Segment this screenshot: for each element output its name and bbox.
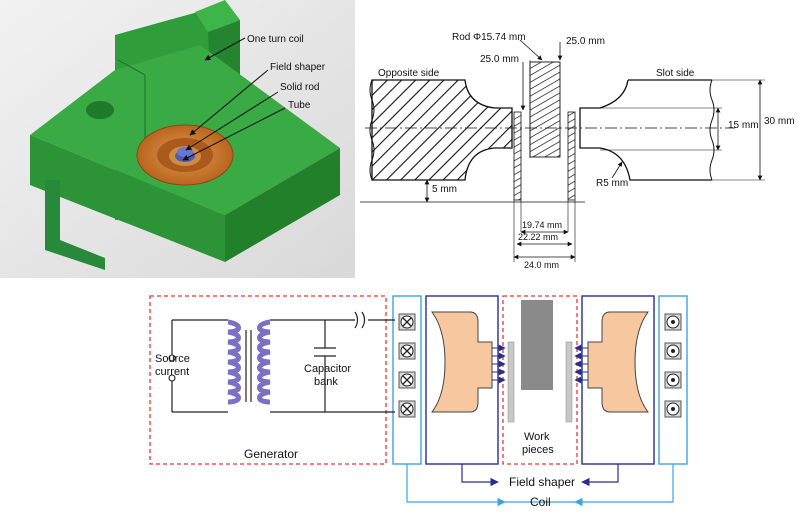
label-dim-2222: 22.22 mm xyxy=(518,232,558,242)
coil-front-face xyxy=(30,135,225,262)
field-lines-right xyxy=(574,344,588,384)
panel-3d-model: One turn coil Field shaper Solid rod Tub… xyxy=(0,0,355,278)
slot-side-part xyxy=(579,79,712,181)
label-solid-rod: Solid rod xyxy=(280,82,319,93)
transformer-secondary xyxy=(257,319,271,405)
rod-section xyxy=(529,61,561,158)
workpiece-tube-right xyxy=(565,341,573,423)
label-dim-240: 24.0 mm xyxy=(524,260,559,270)
label-dim-30: 30 mm xyxy=(764,116,795,127)
generator-circuit xyxy=(171,311,395,413)
panel-schematic: Source current Capacitor bank Generator … xyxy=(149,295,688,509)
field-shaper-right xyxy=(587,311,650,413)
label-field-shaper-3d: Field shaper xyxy=(270,62,326,73)
tube-wall-right xyxy=(567,111,576,201)
opposite-side-part xyxy=(371,79,513,181)
label-dim-15: 15 mm xyxy=(728,120,759,131)
label-rod-diameter: Rod Φ15.74 mm xyxy=(452,32,526,43)
label-field-shaper: Field shaper xyxy=(509,475,575,489)
label-generator: Generator xyxy=(244,447,298,461)
transformer-primary xyxy=(227,319,241,405)
label-dim-25-left: 25.0 mm xyxy=(480,54,519,65)
label-opposite-side: Opposite side xyxy=(378,68,440,79)
coil-conductors-right xyxy=(664,313,682,418)
label-work-pieces-2: pieces xyxy=(522,444,554,456)
label-source-current-1: Source xyxy=(155,353,190,365)
panel-technical-drawing: Rod Φ15.74 mm 25.0 mm 25.0 mm Opposite s… xyxy=(360,32,795,270)
coil-conductors-left xyxy=(398,313,416,418)
label-work-pieces-1: Work xyxy=(524,431,550,443)
label-one-turn-coil: One turn coil xyxy=(247,34,304,45)
label-r5: R5 mm xyxy=(596,178,628,189)
source-terminal-bottom xyxy=(168,374,176,382)
source-terminal-top xyxy=(168,354,176,362)
label-coil: Coil xyxy=(530,495,551,509)
label-dim-1974: 19.74 mm xyxy=(522,220,562,230)
field-lines-left xyxy=(492,344,506,384)
field-shaper-left xyxy=(430,311,493,413)
workpiece-rod xyxy=(521,300,553,390)
label-slot-side: Slot side xyxy=(656,68,695,79)
tube-wall-left xyxy=(513,111,522,201)
label-dim-5: 5 mm xyxy=(432,184,457,195)
label-dim-25-top: 25.0 mm xyxy=(566,36,605,47)
label-tube: Tube xyxy=(288,100,311,111)
label-capacitor-1: Capacitor xyxy=(304,363,351,375)
label-source-current-2: current xyxy=(155,366,189,378)
label-capacitor-2: bank xyxy=(314,376,338,388)
workpiece-tube-left xyxy=(507,341,515,423)
coil-slit xyxy=(117,59,146,76)
generator-box xyxy=(149,295,387,465)
